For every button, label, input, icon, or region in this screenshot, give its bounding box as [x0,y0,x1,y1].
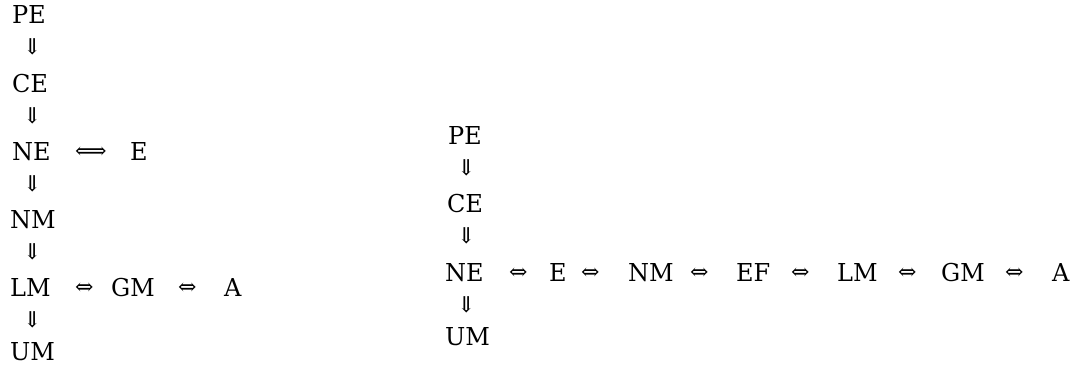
implies-down-arrow: ⇓ [23,240,42,265]
implies-down-arrow: ⇓ [23,308,42,333]
implies-down-arrow: ⇓ [457,293,476,318]
iff-arrow: ⇔ [581,260,600,285]
left-node-ne: NE [12,138,51,166]
right-node-gm: GM [941,259,985,287]
implies-down-arrow: ⇓ [23,35,42,60]
right-node-pe: PE [448,122,482,150]
implies-down-arrow: ⇓ [23,104,42,129]
implies-down-arrow: ⇓ [23,172,42,197]
right-node-ef: EF [736,259,771,287]
implies-down-arrow: ⇓ [457,224,476,249]
right-node-lm: LM [837,259,878,287]
iff-arrow: ⇔ [898,260,917,285]
right-node-nm: NM [628,259,674,287]
iff-arrow: ⇔ [178,275,197,300]
left-node-pe: PE [12,1,46,29]
iff-long-arrow: ⟺ [75,139,107,164]
iff-arrow: ⇔ [690,260,709,285]
iff-arrow: ⇔ [509,260,528,285]
left-node-e: E [130,138,148,166]
right-node-a: A [1052,259,1070,287]
implies-down-arrow: ⇓ [457,156,476,181]
iff-arrow: ⇔ [75,275,94,300]
left-node-um: UM [10,338,55,366]
left-node-lm: LM [10,274,51,302]
iff-arrow: ⇔ [791,260,810,285]
left-node-a: A [224,274,242,302]
left-node-gm: GM [111,274,155,302]
right-node-e: E [549,259,567,287]
left-node-ce: CE [12,70,48,98]
right-node-ne: NE [445,259,484,287]
iff-arrow: ⇔ [1005,260,1024,285]
right-node-um: UM [445,323,490,351]
left-node-nm: NM [10,206,56,234]
right-node-ce: CE [447,190,483,218]
